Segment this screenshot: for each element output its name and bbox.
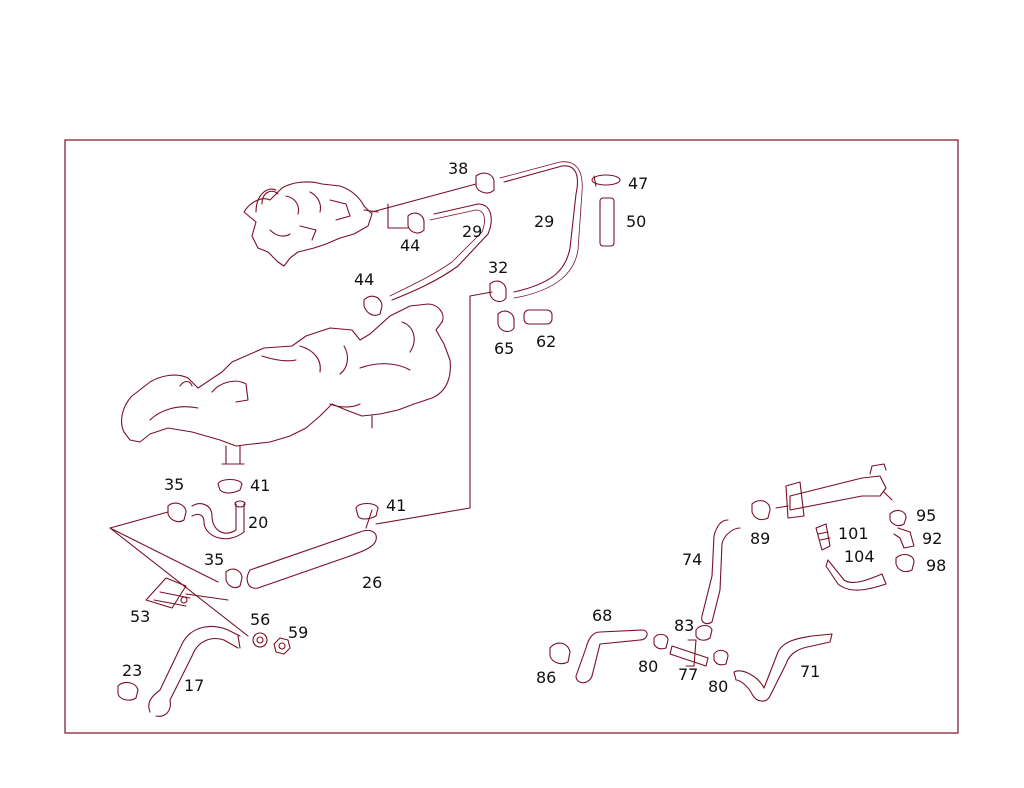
hose-71 <box>733 633 833 702</box>
clamp-32 <box>489 280 507 303</box>
label-59: 59 <box>288 623 308 642</box>
label-50: 50 <box>626 212 646 231</box>
label-104: 104 <box>844 547 875 566</box>
clamp-23 <box>117 681 139 701</box>
hose-26 <box>246 529 377 589</box>
label-71: 71 <box>800 662 820 681</box>
leader-pump-38 <box>371 183 477 213</box>
hose-104 <box>825 559 887 591</box>
label-35-upper: 35 <box>164 475 184 494</box>
connector-101 <box>815 523 831 551</box>
label-89: 89 <box>750 529 770 548</box>
clamp-80a <box>653 633 669 650</box>
leader-32 <box>375 291 493 525</box>
clamp-98 <box>895 553 915 573</box>
label-23: 23 <box>122 661 142 680</box>
sleeve-50 <box>599 197 615 247</box>
cylinder-head <box>121 303 451 465</box>
hose-29-upper <box>503 165 579 293</box>
label-77: 77 <box>678 665 698 684</box>
clamp-89 <box>751 500 771 521</box>
clamp-65 <box>497 310 515 333</box>
hose-68 <box>575 629 648 684</box>
label-17: 17 <box>184 676 204 695</box>
clamp-86 <box>549 642 571 665</box>
label-35-lower: 35 <box>204 550 224 569</box>
label-32: 32 <box>488 258 508 277</box>
label-95: 95 <box>916 506 936 525</box>
label-47: 47 <box>628 174 648 193</box>
clamp-35a <box>167 502 187 523</box>
clamp-41b <box>355 502 379 520</box>
label-80-right: 80 <box>708 677 728 696</box>
label-74: 74 <box>682 550 702 569</box>
diagram-frame <box>64 139 959 734</box>
pipe-assembly-89 <box>775 463 893 519</box>
label-62: 62 <box>536 332 556 351</box>
clamp-44b <box>363 295 383 316</box>
clamp-80b <box>713 649 729 666</box>
label-44-upper: 44 <box>400 236 420 255</box>
leader-pump-44 <box>387 203 409 229</box>
label-26: 26 <box>362 573 382 592</box>
label-86: 86 <box>536 668 556 687</box>
hose-74 <box>701 519 741 625</box>
fitting-53 <box>145 577 229 609</box>
label-68: 68 <box>592 606 612 625</box>
hose-29-lower <box>391 203 492 301</box>
label-20: 20 <box>248 513 268 532</box>
label-29-lower: 29 <box>462 222 482 241</box>
part-labels: 17 20 23 26 29 29 32 35 35 38 41 41 44 4… <box>122 159 946 696</box>
injection-pump <box>243 181 379 267</box>
label-80-left: 80 <box>638 657 658 676</box>
label-29-upper: 29 <box>534 212 554 231</box>
label-53: 53 <box>130 607 150 626</box>
label-83: 83 <box>674 616 694 635</box>
leader-53 <box>109 511 249 637</box>
hose-20 <box>191 503 245 540</box>
label-92: 92 <box>922 529 942 548</box>
label-41-lower: 41 <box>386 496 406 515</box>
label-98: 98 <box>926 556 946 575</box>
clamp-35b <box>225 568 243 589</box>
hose-17 <box>148 625 241 717</box>
clamp-41a <box>217 478 243 494</box>
washer-56 <box>252 632 268 648</box>
tee-77 <box>669 639 709 667</box>
label-38: 38 <box>448 159 468 178</box>
sleeve-62 <box>523 309 553 325</box>
label-101: 101 <box>838 524 869 543</box>
clamp-47 <box>591 174 621 187</box>
label-41-upper: 41 <box>250 476 270 495</box>
hose-92 <box>893 527 915 549</box>
label-44-lower: 44 <box>354 270 374 289</box>
clamp-44a <box>407 212 425 234</box>
clamp-38 <box>475 172 495 194</box>
clamp-83 <box>695 624 713 641</box>
clamp-95 <box>889 509 907 527</box>
label-65: 65 <box>494 339 514 358</box>
label-56: 56 <box>250 610 270 629</box>
nut-59 <box>273 637 291 655</box>
